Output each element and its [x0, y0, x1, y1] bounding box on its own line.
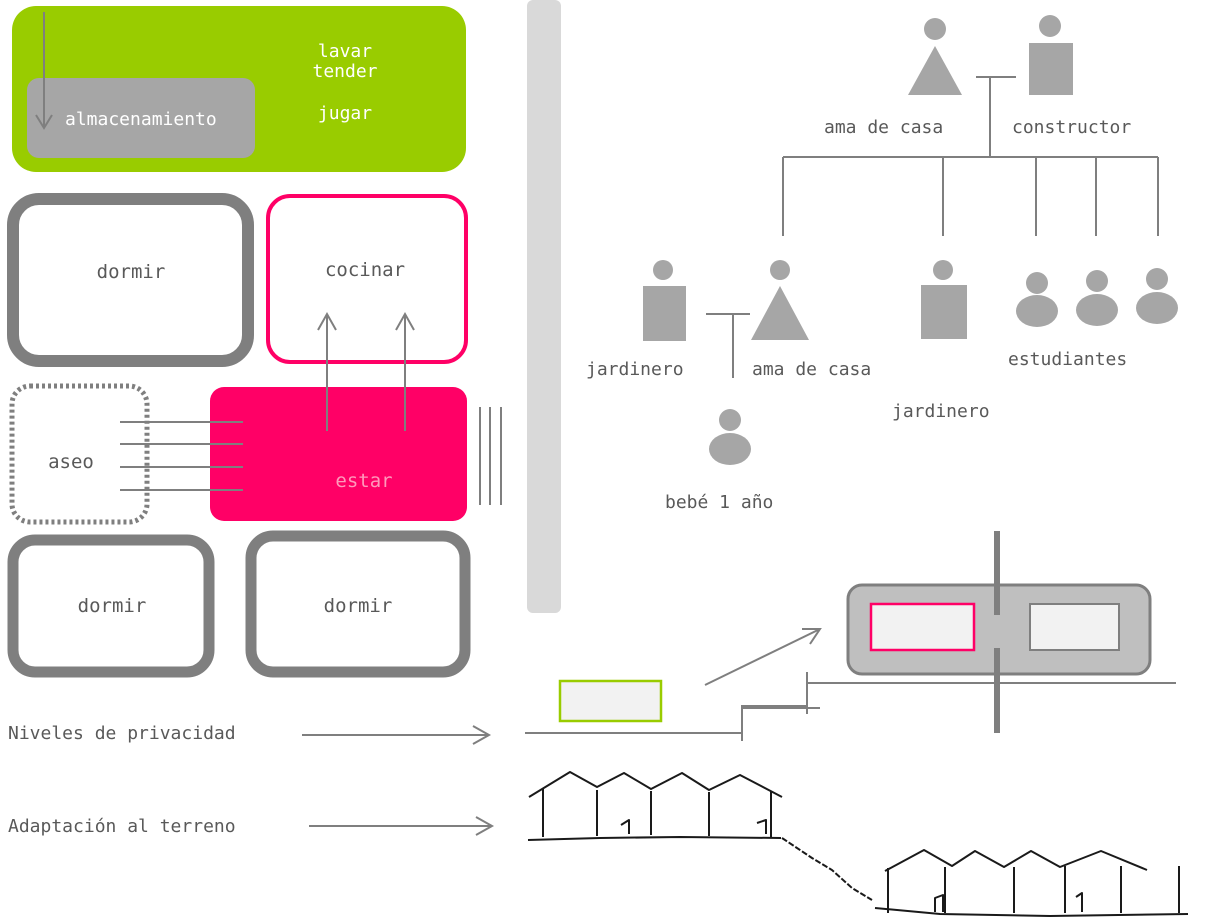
bedroom-bottom-left-label: dormir — [78, 595, 147, 617]
living-room — [210, 387, 467, 521]
service-zone-label-line-3: jugar — [318, 103, 372, 124]
gardener-1-figure — [643, 260, 686, 341]
parents-couple-line — [976, 76, 1016, 157]
mother-label: ama de casa — [824, 117, 943, 138]
bedroom-bottom-right — [245, 530, 471, 678]
storage-label: almacenamiento — [65, 109, 217, 130]
public-level-box — [558, 679, 663, 723]
baby-label: bebé 1 año — [665, 492, 773, 513]
kitchen-label: cocinar — [325, 259, 405, 281]
private-space-box — [1029, 603, 1120, 651]
service-zone-label-line-1: lavar — [318, 41, 372, 62]
living-edge-lines — [479, 407, 502, 505]
gardener-2-figure — [921, 260, 967, 339]
bedroom-bottom-right-label: dormir — [324, 595, 393, 617]
father-label: constructor — [1012, 117, 1131, 138]
family-tree: ama de casa constructor jardinero ama de… — [586, 15, 1178, 513]
storage-zone — [27, 78, 255, 158]
gardener-2-label: jardinero — [892, 401, 990, 422]
mother-figure — [908, 18, 962, 95]
living-kitchen-arrows — [317, 311, 415, 431]
privacy-levels-label: Niveles de privacidad — [8, 723, 236, 744]
students-label: estudiantes — [1008, 349, 1127, 370]
lower-houses-sketch — [874, 849, 1189, 917]
social-space-box — [869, 602, 976, 652]
service-zone-label-line-2: tender — [312, 61, 377, 82]
terrain-steps — [525, 672, 1176, 741]
terrain-adaptation-label: Adaptación al terreno — [8, 816, 236, 837]
father-figure — [1029, 15, 1073, 95]
privacy-levels-arrow — [302, 725, 492, 745]
kitchen — [266, 194, 468, 364]
slope-line — [781, 837, 873, 901]
functional-zoning: almacenamiento lavar tender jugar dormir… — [7, 6, 502, 678]
students-figures — [1016, 268, 1178, 327]
terrain-adaptation-arrow — [309, 816, 495, 836]
bathroom-living-connector — [120, 421, 243, 491]
baby-figure — [709, 409, 751, 465]
privacy-progression-arrow — [704, 628, 822, 686]
bedroom-bottom-left — [7, 534, 215, 678]
homemaker-2-figure — [751, 260, 809, 340]
storage-arrow — [35, 12, 53, 130]
gardener-1-label: jardinero — [586, 359, 684, 380]
second-couple-line — [706, 313, 750, 378]
living-room-label: estar — [335, 470, 392, 492]
bathroom-label: aseo — [48, 451, 94, 473]
homemaker-2-label: ama de casa — [752, 359, 871, 380]
children-branch-lines — [782, 156, 1159, 236]
bathroom — [9, 383, 150, 525]
bedroom-top-label: dormir — [97, 261, 166, 283]
bedroom-top — [7, 193, 254, 367]
terrain-adaptation-diagram: Adaptación al terreno — [8, 771, 1189, 917]
upper-houses-sketch — [527, 771, 783, 841]
vertical-divider — [527, 0, 561, 613]
privacy-levels-diagram: Niveles de privacidad — [8, 531, 1176, 745]
